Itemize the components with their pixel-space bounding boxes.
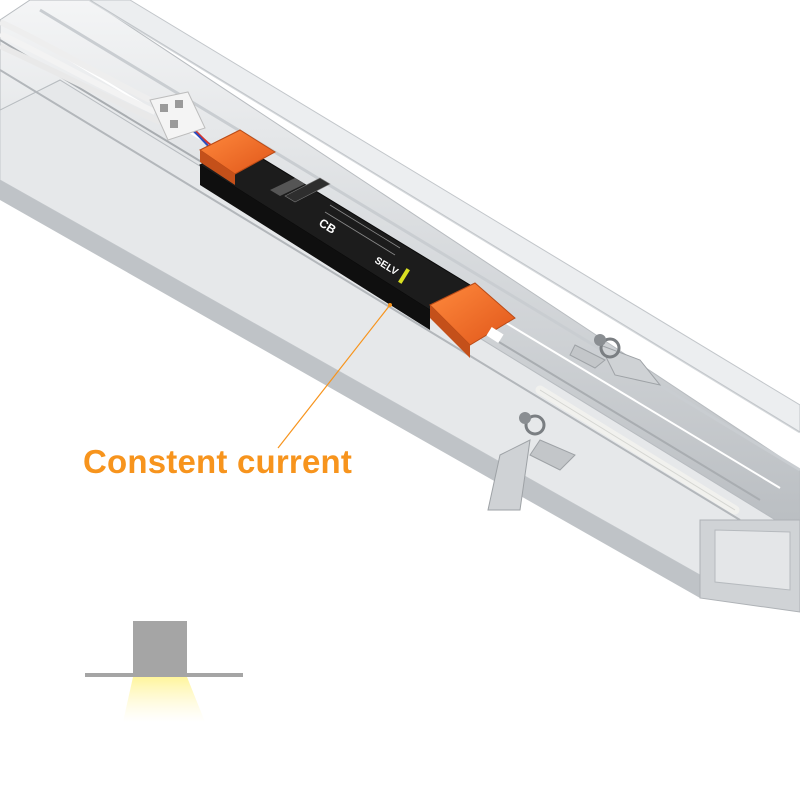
driver-terminal-cover-bottom — [429, 282, 516, 358]
callout-leader-line — [277, 304, 391, 449]
callout-anchor-dot — [388, 303, 392, 307]
aluminum-profile — [0, 0, 800, 613]
mounting-spring-clip-front — [487, 412, 576, 511]
driver-terminal-cover-top — [199, 129, 276, 185]
mounting-spring-clip-back — [569, 334, 662, 386]
recessed-mount-icon — [85, 621, 243, 722]
terminal-block — [149, 91, 206, 141]
constant-current-label: Constent current — [83, 443, 353, 480]
